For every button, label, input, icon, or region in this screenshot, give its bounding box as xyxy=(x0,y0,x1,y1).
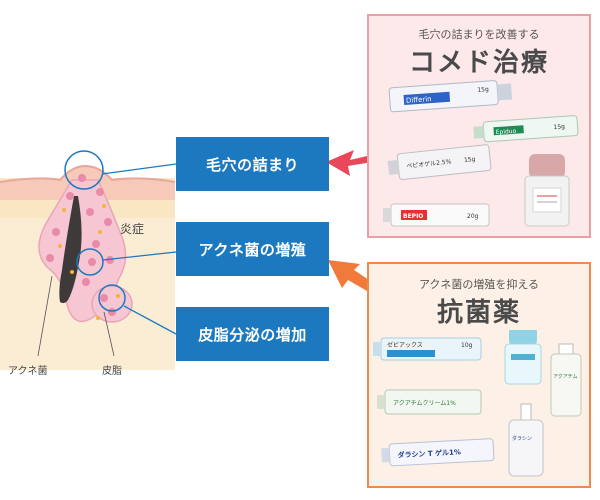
product-differin-label: Differin xyxy=(406,95,432,105)
comedo-title: コメド治療 xyxy=(408,48,549,78)
product-dalacin-gel: ダラシン T ゲル1% xyxy=(381,438,495,467)
product-aquatim-lotion-label: アクアチム xyxy=(553,374,578,380)
product-zebiax-size: 10g xyxy=(461,342,473,349)
product-dalacin-lotion-label: ダラシン xyxy=(512,435,532,442)
label-clogged-pores: 毛穴の詰まり xyxy=(176,137,329,191)
sebum-dot xyxy=(62,208,66,212)
skin-surface-line xyxy=(0,164,176,183)
product-blue-bottle xyxy=(504,330,542,385)
product-bepio-wash: BEPIO 20g xyxy=(383,203,490,227)
sebum-dot xyxy=(102,204,106,208)
sebum-dot xyxy=(96,316,100,320)
comedo-subtitle: 毛穴の詰まりを改善する xyxy=(418,28,540,41)
acne-bacteria-label: アクネ菌 xyxy=(8,366,48,377)
label-sebum-increase: 皮脂分泌の増加 xyxy=(176,307,329,361)
product-dalacin-lotion: ダラシン xyxy=(508,403,544,477)
product-bepio-gel-size: 15g xyxy=(464,156,476,164)
sebum-dot xyxy=(70,270,74,274)
hair-shaft xyxy=(59,196,82,304)
sebum-dot xyxy=(116,294,120,298)
product-epiduo-size: 15g xyxy=(553,123,565,131)
pore-highlight-circle xyxy=(64,150,104,190)
bacteria-dot xyxy=(92,240,100,248)
inflammation-label: 炎症 xyxy=(120,222,145,236)
bacteria-dot xyxy=(78,174,86,182)
connector-clogged-pores xyxy=(101,163,177,175)
product-aquatim-cream-label: アクアチムクリーム1% xyxy=(393,400,456,407)
bacteria-dot xyxy=(108,308,116,316)
product-bepio-gel: ベピオゲル2.5% 15g xyxy=(387,144,492,181)
bacteria-dot xyxy=(86,208,94,216)
comedo-products-image: Differin 15g Epiduo 15g ベピオゲル2.5% 15g BE… xyxy=(383,80,579,227)
product-zebiax: ゼビアックス 10g xyxy=(373,337,482,361)
sebum-dot xyxy=(98,230,102,234)
product-bepio-wash-size: 20g xyxy=(467,213,479,220)
connector-acne-bacteria xyxy=(102,251,177,261)
sebum-highlight-circle xyxy=(98,284,126,312)
bacteria-dot xyxy=(100,294,108,302)
antibacterial-title: 抗菌薬 xyxy=(436,298,521,328)
bacteria-dot xyxy=(82,278,90,286)
antibacterial-products-image: ゼビアックス 10g アクアチムクリーム1% ダラシン T ゲル1% アクアチム xyxy=(373,330,582,477)
product-bottle xyxy=(524,154,570,227)
bacteria-dot xyxy=(52,228,60,236)
bacteria-highlight-circle xyxy=(76,248,104,276)
bacteria-dot xyxy=(46,254,54,262)
product-differin-size: 15g xyxy=(477,86,489,94)
pointer-sebum xyxy=(103,311,115,357)
label-acne-bacteria-growth: アクネ菌の増殖 xyxy=(176,222,329,276)
product-epiduo: Epiduo 15g xyxy=(473,115,579,143)
product-aquatim-cream: アクアチムクリーム1% xyxy=(377,389,482,415)
antibacterial-subtitle: アクネ菌の増殖を抑える xyxy=(418,278,540,291)
antibacterial-panel: アクネ菌の増殖を抑える 抗菌薬 ゼビアックス 10g アクアチムクリーム1% ダ… xyxy=(367,262,591,488)
bacteria-dot xyxy=(96,188,104,196)
sebum-label: 皮脂 xyxy=(102,366,122,377)
bacteria-dot xyxy=(106,256,114,264)
product-zebiax-label: ゼビアックス xyxy=(387,341,423,349)
bacteria-group xyxy=(46,174,116,316)
bacteria-dot xyxy=(104,218,112,226)
bacteria-dot xyxy=(66,192,74,200)
bacteria-dot xyxy=(88,258,96,266)
sebum-dots xyxy=(58,204,120,320)
comedo-treatment-panel: 毛穴の詰まりを改善する コメド治療 Differin 15g Epiduo 15… xyxy=(367,14,591,238)
product-dalacin-gel-label: ダラシン T ゲル1% xyxy=(397,447,461,459)
product-epiduo-label: Epiduo xyxy=(496,128,517,136)
product-bepio-wash-label: BEPIO xyxy=(403,213,423,220)
product-aquatim-lotion: アクアチム xyxy=(550,343,582,417)
connector-sebum xyxy=(123,305,177,335)
pointer-acne-bacteria xyxy=(37,275,53,357)
sebum-dot xyxy=(58,244,62,248)
product-differin: Differin 15g xyxy=(388,80,513,113)
